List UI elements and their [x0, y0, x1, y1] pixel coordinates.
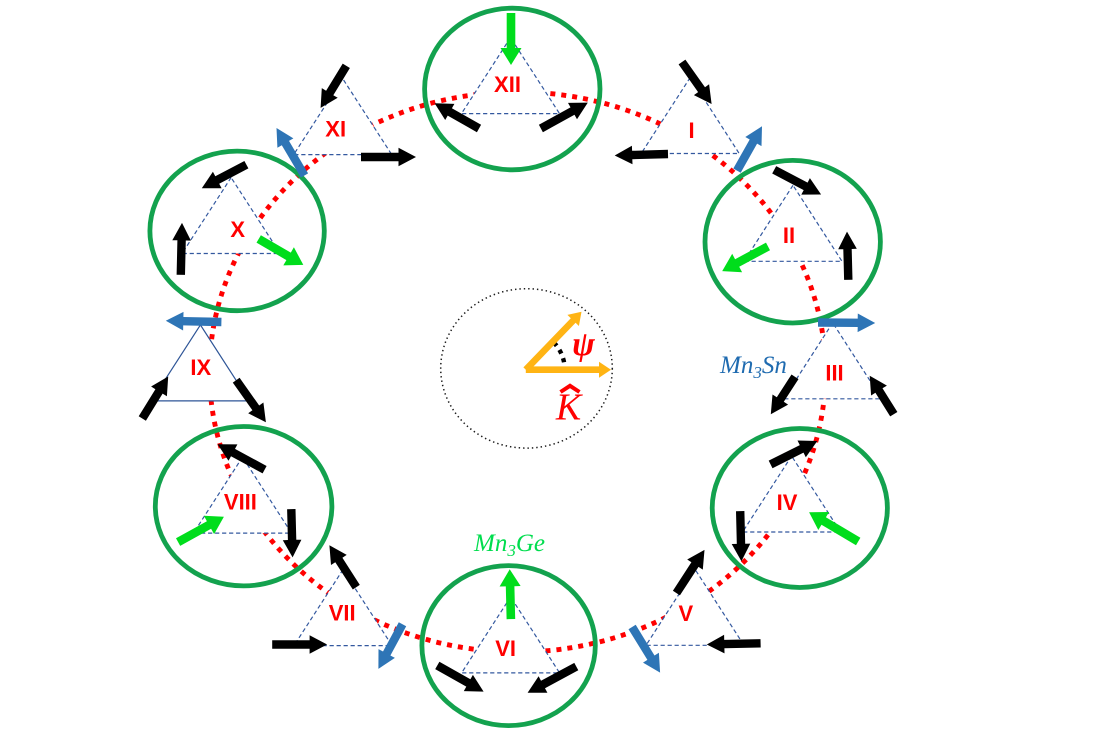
svg-text:II: II — [783, 223, 795, 248]
svg-text:ψ: ψ — [572, 326, 595, 363]
svg-text:IX: IX — [190, 355, 211, 380]
svg-text:XI: XI — [325, 117, 346, 142]
svg-text:Mn3Ge: Mn3Ge — [473, 530, 545, 560]
svg-text:III: III — [825, 361, 843, 386]
svg-text:I: I — [688, 118, 694, 143]
svg-text:VIII: VIII — [224, 490, 257, 515]
svg-text:IV: IV — [777, 490, 798, 515]
svg-text:X: X — [230, 217, 245, 242]
svg-text:XII: XII — [494, 72, 521, 97]
svg-text:VII: VII — [329, 601, 356, 626]
svg-text:VI: VI — [495, 636, 516, 661]
svg-text:K: K — [555, 387, 583, 429]
svg-text:Mn3Sn: Mn3Sn — [719, 352, 787, 382]
svg-text:V: V — [678, 601, 693, 626]
